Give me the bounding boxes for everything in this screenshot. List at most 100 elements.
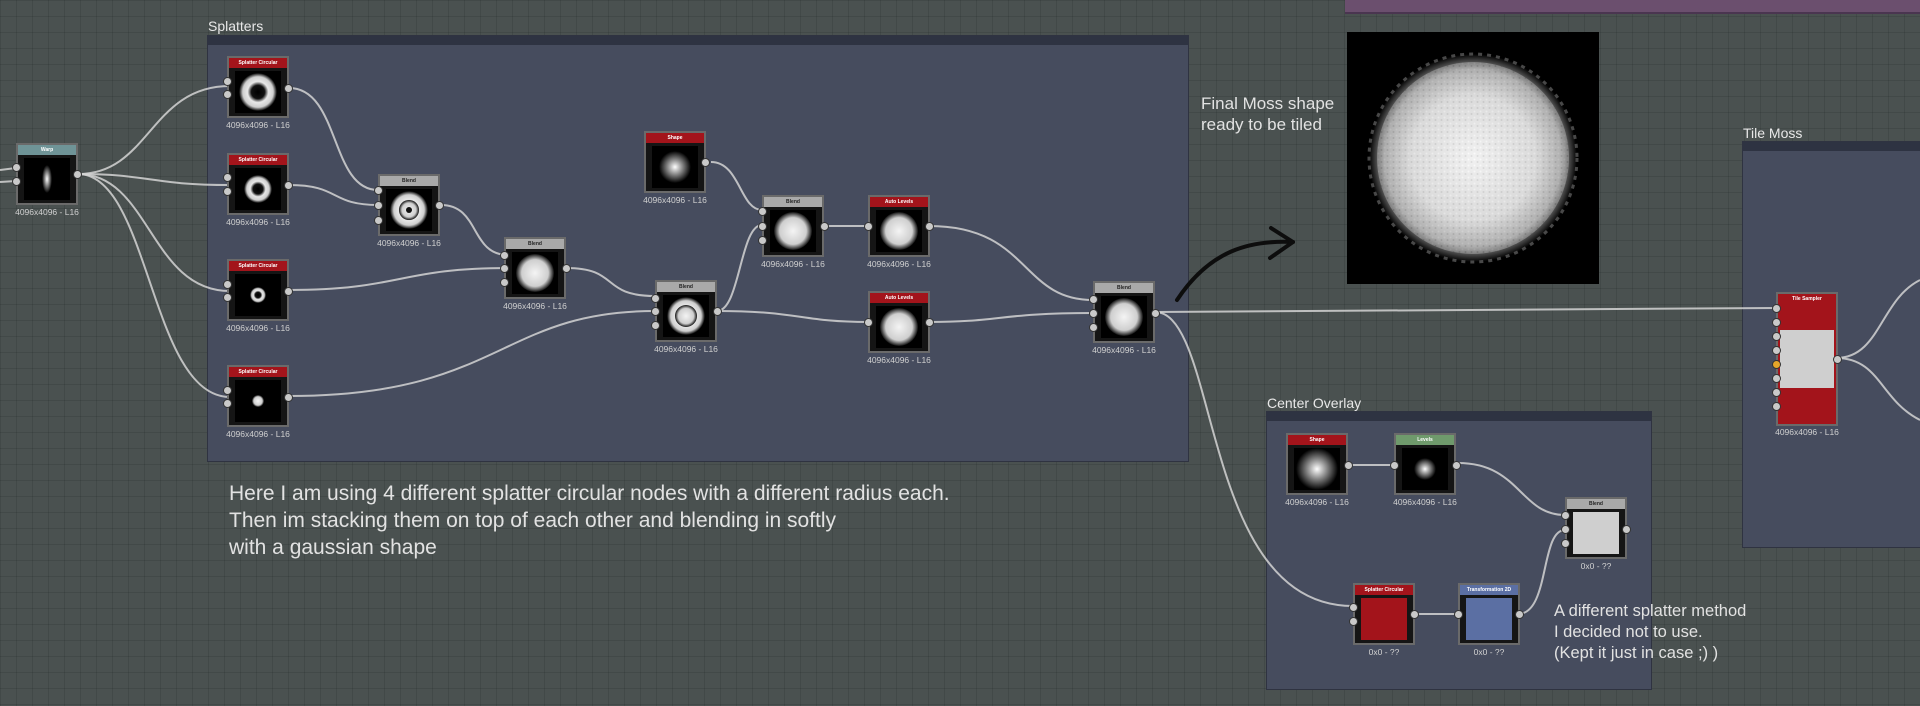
- input-port[interactable]: [223, 90, 232, 99]
- input-port[interactable]: [864, 318, 873, 327]
- node-size-label: 0x0 - ??: [1580, 561, 1612, 571]
- frame-header-bar: [1743, 142, 1920, 151]
- output-port[interactable]: [284, 84, 293, 93]
- splatters-frame[interactable]: [207, 35, 1189, 462]
- input-port[interactable]: [651, 294, 660, 303]
- output-port[interactable]: [284, 181, 293, 190]
- input-port[interactable]: [758, 222, 767, 231]
- input-port[interactable]: [223, 77, 232, 86]
- input-port[interactable]: [12, 177, 21, 186]
- input-port[interactable]: [500, 251, 509, 260]
- input-port[interactable]: [651, 321, 660, 330]
- output-port[interactable]: [925, 222, 934, 231]
- tile-sampler-node[interactable]: Tile Sampler: [1776, 292, 1838, 426]
- levels-node[interactable]: Levels: [1394, 433, 1456, 495]
- input-port[interactable]: [374, 186, 383, 195]
- input-port[interactable]: [1772, 374, 1781, 383]
- warp-node[interactable]: Warp: [16, 143, 78, 205]
- input-port[interactable]: [1454, 610, 1463, 619]
- blend-node[interactable]: Blend: [378, 174, 440, 236]
- output-port[interactable]: [1151, 309, 1160, 318]
- node-size-label: 4096x4096 - L16: [1285, 497, 1349, 507]
- input-port[interactable]: [1089, 309, 1098, 318]
- input-port[interactable]: [12, 163, 21, 172]
- input-port[interactable]: [1772, 402, 1781, 411]
- output-port[interactable]: [284, 393, 293, 402]
- node-thumbnail: [235, 168, 281, 210]
- output-port[interactable]: [73, 170, 82, 179]
- splatter-circular-node[interactable]: Splatter Circular: [227, 56, 289, 118]
- input-port[interactable]: [1772, 346, 1781, 355]
- blend-node[interactable]: Blend: [504, 237, 566, 299]
- input-port[interactable]: [1349, 603, 1358, 612]
- input-port-active[interactable]: [1772, 360, 1781, 369]
- purple-frame-edge: [1345, 0, 1920, 14]
- input-port[interactable]: [1089, 295, 1098, 304]
- node-title: Blend: [506, 239, 564, 249]
- output-port[interactable]: [284, 287, 293, 296]
- input-port[interactable]: [864, 222, 873, 231]
- input-port[interactable]: [500, 278, 509, 287]
- input-port[interactable]: [1349, 617, 1358, 626]
- auto-levels-node[interactable]: Auto Levels: [868, 291, 930, 353]
- output-port[interactable]: [1515, 610, 1524, 619]
- output-port[interactable]: [562, 264, 571, 273]
- node-title: Auto Levels: [870, 293, 928, 303]
- note-line: ready to be tiled: [1201, 115, 1322, 134]
- node-title: Blend: [1095, 283, 1153, 293]
- node-size-label: 4096x4096 - L16: [226, 120, 290, 130]
- shape-node[interactable]: Shape: [1286, 433, 1348, 495]
- input-port[interactable]: [1772, 304, 1781, 313]
- input-port[interactable]: [758, 207, 767, 216]
- node-size-label: 4096x4096 - L16: [226, 217, 290, 227]
- note-line: (Kept it just in case ;) ): [1554, 644, 1719, 662]
- output-port[interactable]: [1622, 525, 1631, 534]
- input-port[interactable]: [1390, 461, 1399, 470]
- input-port[interactable]: [223, 386, 232, 395]
- node-size-label: 4096x4096 - L16: [761, 259, 825, 269]
- input-port[interactable]: [374, 216, 383, 225]
- input-port[interactable]: [1561, 511, 1570, 520]
- output-port[interactable]: [1344, 461, 1353, 470]
- node-size-label: 4096x4096 - L16: [1393, 497, 1457, 507]
- input-port[interactable]: [1561, 539, 1570, 548]
- splatter-circular-node[interactable]: Splatter Circular: [227, 365, 289, 427]
- input-port[interactable]: [651, 307, 660, 316]
- node-size-label: 4096x4096 - L16: [654, 344, 718, 354]
- output-port[interactable]: [701, 158, 710, 167]
- final-blend-node[interactable]: Blend: [1093, 281, 1155, 343]
- input-port[interactable]: [223, 280, 232, 289]
- input-port[interactable]: [1561, 525, 1570, 534]
- output-port[interactable]: [435, 201, 444, 210]
- input-port[interactable]: [1772, 318, 1781, 327]
- output-port[interactable]: [1833, 355, 1842, 364]
- output-port[interactable]: [820, 222, 829, 231]
- moss-preview-image: [1367, 52, 1579, 264]
- blend-node[interactable]: Blend: [655, 280, 717, 342]
- input-port[interactable]: [1772, 388, 1781, 397]
- input-port[interactable]: [1772, 332, 1781, 341]
- input-port[interactable]: [758, 236, 767, 245]
- node-size-label: 4096x4096 - L16: [503, 301, 567, 311]
- splatter-circular-node[interactable]: Splatter Circular: [227, 153, 289, 215]
- blend-node[interactable]: Blend: [1565, 497, 1627, 559]
- input-port[interactable]: [223, 293, 232, 302]
- splatter-circular-node[interactable]: Splatter Circular: [227, 259, 289, 321]
- input-port[interactable]: [223, 187, 232, 196]
- splatter-circular-node[interactable]: Splatter Circular: [1353, 583, 1415, 645]
- input-port[interactable]: [1089, 323, 1098, 332]
- output-port[interactable]: [1452, 461, 1461, 470]
- input-port[interactable]: [223, 173, 232, 182]
- input-port[interactable]: [223, 399, 232, 408]
- input-port[interactable]: [500, 264, 509, 273]
- auto-levels-node[interactable]: Auto Levels: [868, 195, 930, 257]
- shape-node[interactable]: Shape: [644, 131, 706, 193]
- node-size-label: 0x0 - ??: [1368, 647, 1400, 657]
- output-port[interactable]: [713, 307, 722, 316]
- node-thumbnail: [1294, 448, 1340, 490]
- input-port[interactable]: [374, 201, 383, 210]
- transformation-2d-node[interactable]: Transformation 2D: [1458, 583, 1520, 645]
- output-port[interactable]: [925, 318, 934, 327]
- output-port[interactable]: [1410, 610, 1419, 619]
- blend-node[interactable]: Blend: [762, 195, 824, 257]
